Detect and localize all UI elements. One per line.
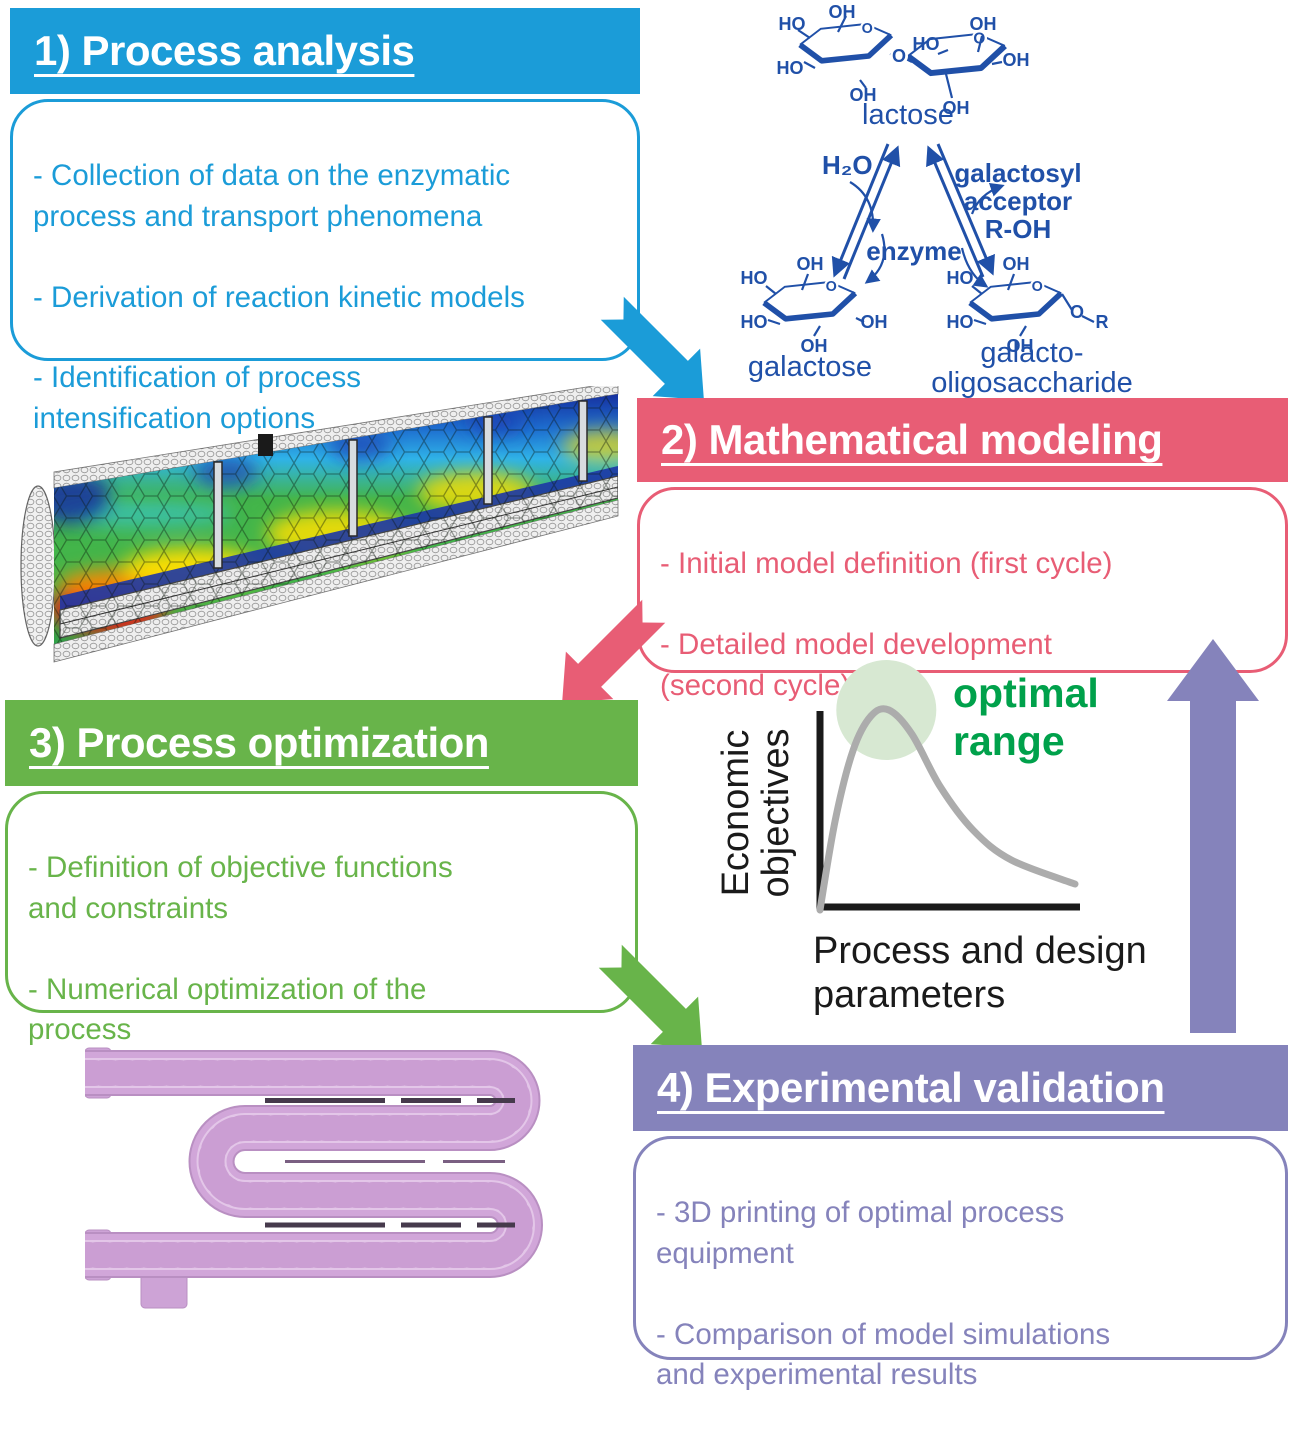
arrow-step2-to-step3-icon bbox=[562, 599, 666, 703]
atom-label: HO bbox=[947, 268, 974, 288]
step4-title: 4) Experimental validation bbox=[657, 1064, 1165, 1111]
lactose-structure: O OH HO HO OH HO OH OH OH lactose bbox=[777, 2, 1030, 131]
atom-label: OH bbox=[801, 336, 828, 356]
step4-item: - 3D printing of optimal process equipme… bbox=[656, 1196, 1065, 1270]
atom-label: OH bbox=[1003, 50, 1030, 70]
galacto-oligosaccharide-structure: OH HO HO OH O R galacto- oligosaccharide bbox=[931, 254, 1133, 399]
step4-box: 4) Experimental validation - 3D printing… bbox=[633, 1045, 1288, 1391]
step3-item: - Definition of objective functions and … bbox=[28, 851, 453, 925]
acceptor-label: R-OH bbox=[985, 214, 1051, 244]
step4-body: - 3D printing of optimal process equipme… bbox=[633, 1136, 1288, 1391]
atom-label: O bbox=[1070, 302, 1084, 322]
arrow-step4-to-step2-icon bbox=[1167, 639, 1259, 1033]
x-axis-label: Process and design bbox=[813, 930, 1147, 972]
arrow-step3-to-step4-icon bbox=[598, 944, 702, 1048]
atom-label: HO bbox=[947, 312, 974, 332]
acceptor-label: acceptor bbox=[964, 186, 1072, 216]
step1-item: - Collection of data on the enzymatic pr… bbox=[33, 159, 511, 233]
atom-label: HO bbox=[913, 34, 940, 54]
atom-label: HO bbox=[777, 58, 804, 78]
lactose-label: lactose bbox=[862, 99, 954, 131]
reactor-mesh-shell bbox=[20, 386, 619, 663]
step3-item: - Numerical optimization of the process bbox=[28, 972, 427, 1047]
step3-title: 3) Process optimization bbox=[29, 719, 489, 766]
step1-title: 1) Process analysis bbox=[34, 27, 415, 74]
chart-axes bbox=[816, 711, 1080, 911]
y-axis-label: Economic bbox=[715, 730, 757, 897]
enzyme-label: enzyme bbox=[866, 236, 961, 266]
step1-item: - Derivation of reaction kinetic models bbox=[33, 280, 525, 314]
step2-item: - Detailed model development (second cyc… bbox=[660, 628, 1052, 702]
atom-label: HO bbox=[779, 14, 806, 34]
step1-box: 1) Process analysis - Collection of data… bbox=[10, 8, 640, 435]
step3-body: - Definition of objective functions and … bbox=[5, 791, 638, 1046]
enzymatic-reaction-scheme-illustration: O O OH HO HO OH HO OH OH OH lactose H₂O … bbox=[741, 2, 1133, 399]
step4-header: 4) Experimental validation bbox=[633, 1045, 1288, 1131]
optimal-range-label: optimal bbox=[953, 670, 1099, 716]
galactose-label: galactose bbox=[748, 351, 872, 383]
atom-label: HO bbox=[741, 268, 768, 288]
printed-serpentine-reactor-illustration bbox=[85, 1047, 543, 1309]
atom-label: OH bbox=[850, 85, 877, 105]
step2-item: - Initial model definition (first cycle) bbox=[660, 547, 1113, 581]
step1-header: 1) Process analysis bbox=[10, 8, 640, 94]
gos-label: galacto- bbox=[980, 337, 1083, 369]
arrow-step1-to-step2-icon bbox=[600, 296, 704, 400]
objective-curve bbox=[816, 705, 1079, 914]
step1-item: - Identification of process intensificat… bbox=[33, 361, 361, 435]
step2-title: 2) Mathematical modeling bbox=[661, 416, 1163, 463]
reaction-arrows: H₂O galactosyl acceptor R-OH enzyme bbox=[822, 143, 1082, 288]
step3-box: 3) Process optimization - Definition of … bbox=[5, 700, 638, 1046]
atom-label: HO bbox=[741, 312, 768, 332]
gos-label: oligosaccharide bbox=[931, 367, 1133, 399]
cfd-reactor-simulation-illustration bbox=[20, 386, 619, 663]
reactor-cfd-contour bbox=[54, 394, 618, 644]
atom-label: OH bbox=[970, 14, 997, 34]
atom-label: OH bbox=[861, 312, 888, 332]
x-axis-label: parameters bbox=[813, 974, 1005, 1016]
serpentine-tube bbox=[85, 1047, 543, 1309]
step2-header: 2) Mathematical modeling bbox=[637, 398, 1288, 482]
acceptor-label: galactosyl bbox=[954, 158, 1081, 188]
step2-body: - Initial model definition (first cycle)… bbox=[637, 487, 1288, 702]
economic-objectives-chart: optimal range Economic objectives Proces… bbox=[715, 660, 1147, 1016]
atom-label: OH bbox=[1003, 254, 1030, 274]
bridge-oxygen-atom: O bbox=[892, 46, 906, 66]
y-axis-label: objectives bbox=[755, 729, 797, 898]
galactose-structure: OH HO HO OH OH galactose bbox=[741, 254, 888, 383]
step1-body: - Collection of data on the enzymatic pr… bbox=[10, 99, 640, 435]
r-group-label: R bbox=[1096, 312, 1109, 332]
step2-box: 2) Mathematical modeling - Initial model… bbox=[637, 398, 1288, 702]
reactor-inlet-nub bbox=[258, 434, 273, 456]
optimal-range-label: range bbox=[953, 718, 1065, 764]
atom-label: OH bbox=[1007, 336, 1034, 356]
atom-label: OH bbox=[797, 254, 824, 274]
atom-label: OH bbox=[943, 98, 970, 118]
reactor-baffles bbox=[213, 400, 588, 569]
step3-header: 3) Process optimization bbox=[5, 700, 638, 786]
step4-item: - Comparison of model simulations and ex… bbox=[656, 1317, 1111, 1392]
atom-label: OH bbox=[829, 2, 856, 22]
water-label: H₂O bbox=[822, 150, 873, 180]
